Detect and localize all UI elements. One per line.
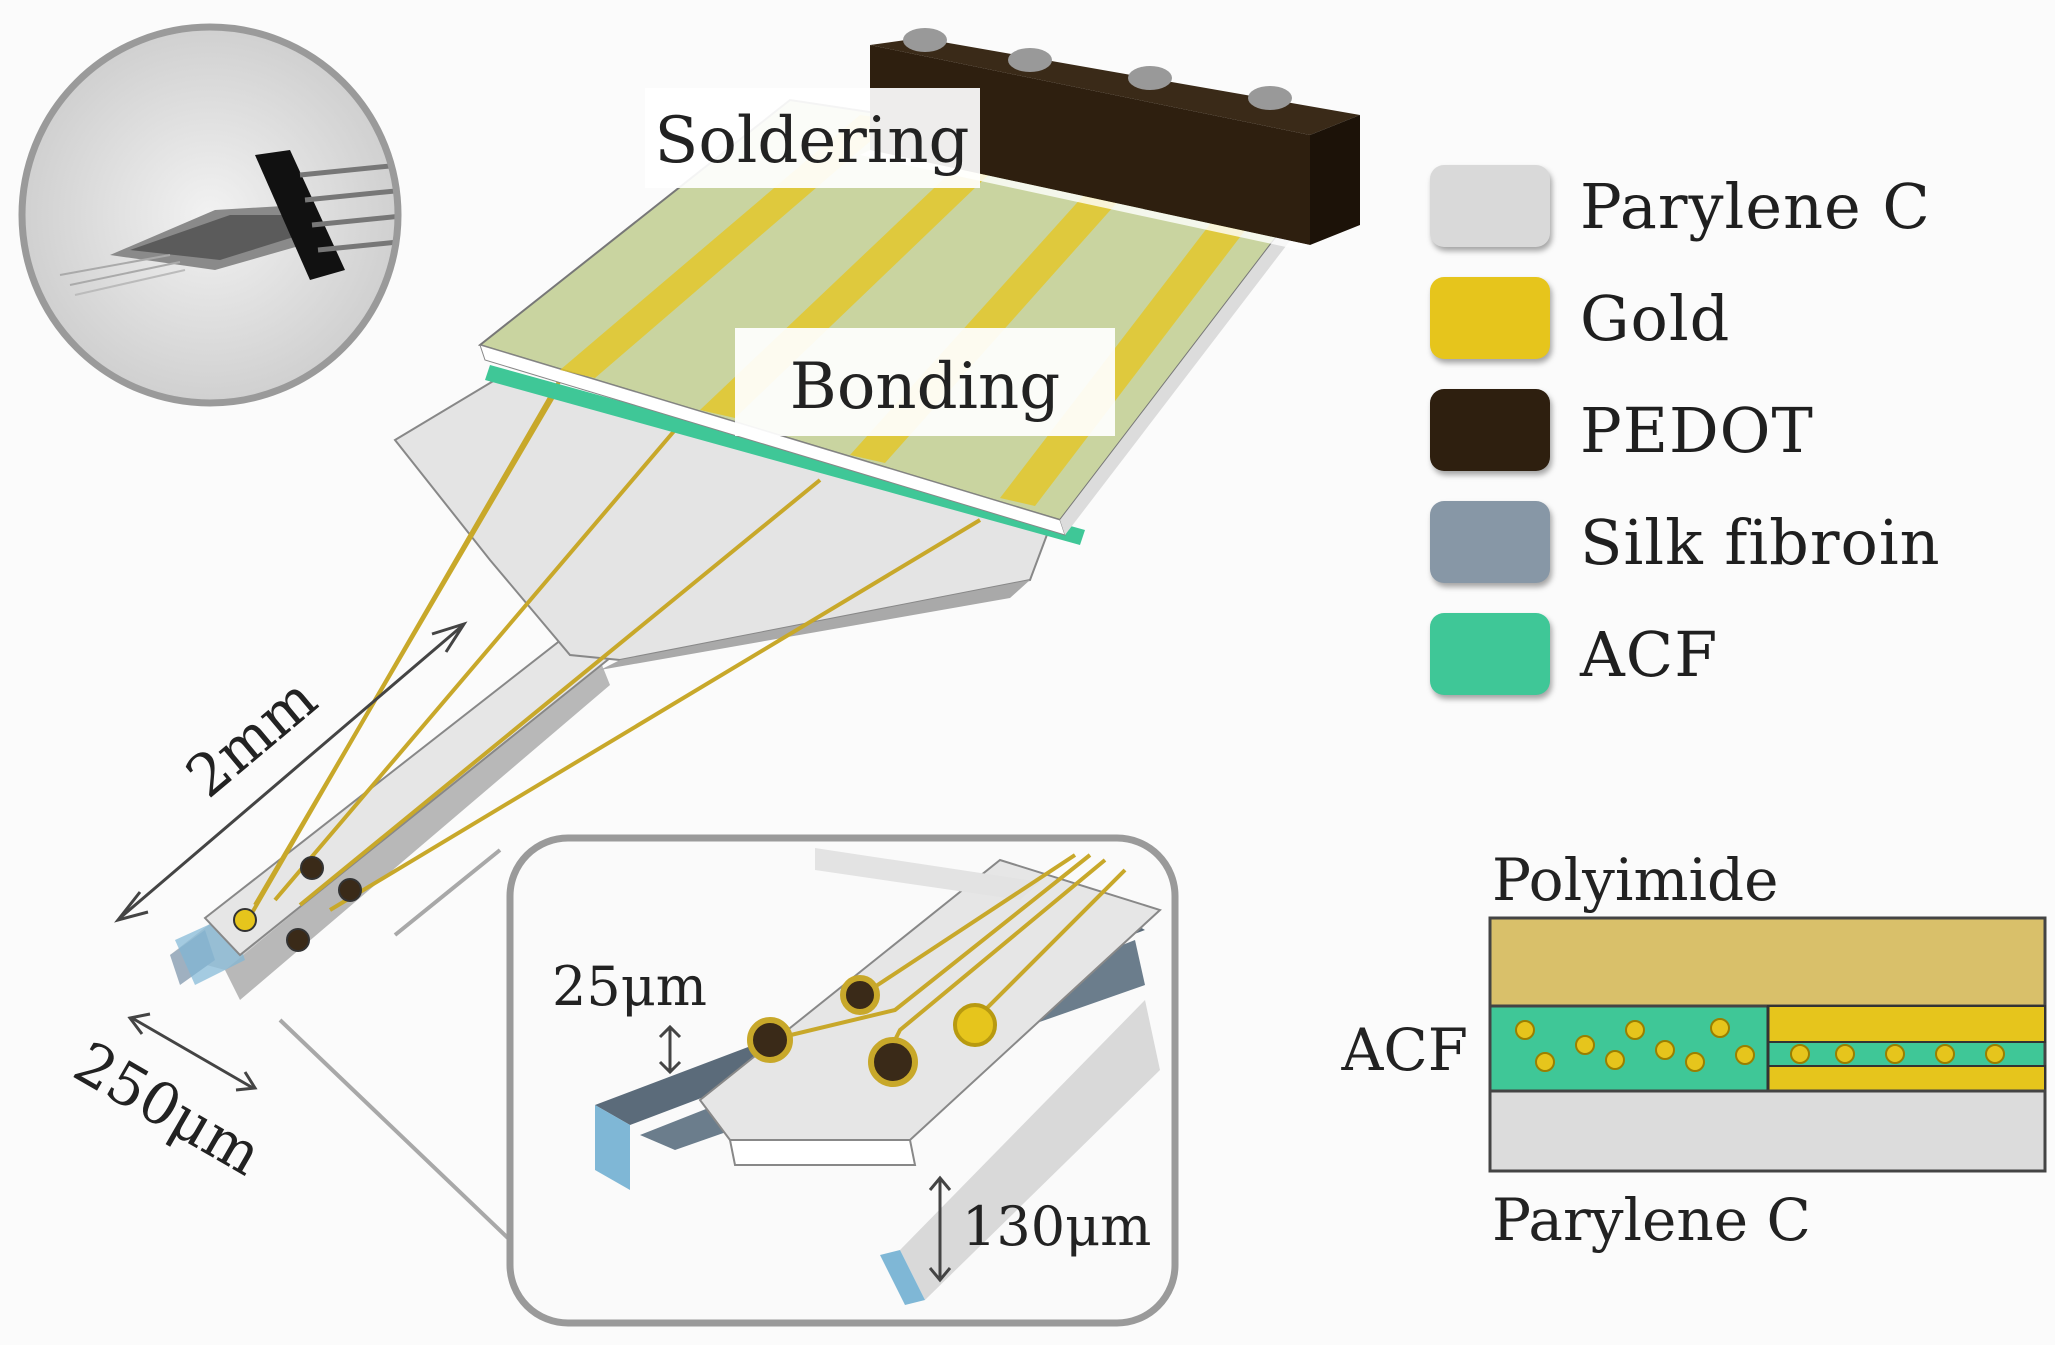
soldering-callout: Soldering xyxy=(645,88,980,188)
device-photo xyxy=(18,23,402,407)
acf-swatch xyxy=(1430,613,1550,695)
width-dimension: 250μm xyxy=(63,1012,273,1189)
gold-traces xyxy=(243,378,982,927)
gold-swatch xyxy=(1430,277,1550,359)
legend-label-acf: ACF xyxy=(1580,617,1719,691)
legend-item-parylene: Parylene C xyxy=(1430,150,2030,262)
length-label: 2mm xyxy=(173,664,329,811)
silk-swatch xyxy=(1430,501,1550,583)
cross-section-bottom-label: Parylene C xyxy=(1492,1186,1811,1254)
zoom-line-top xyxy=(393,848,502,937)
zoom-line-bottom xyxy=(278,1018,512,1242)
shank-electrodes xyxy=(233,856,362,952)
legend: Parylene C Gold PEDOT Silk fibroin ACF xyxy=(1430,150,2030,710)
width-label: 250μm xyxy=(63,1028,273,1189)
parylene-layer xyxy=(1488,1089,2047,1173)
cross-section-middle-label: ACF xyxy=(1340,1016,1468,1084)
bonding-label: Bonding xyxy=(790,350,1060,424)
fan-out-region xyxy=(393,378,1062,670)
legend-label-pedot: PEDOT xyxy=(1580,393,1814,467)
acf-particles xyxy=(1515,1018,2005,1072)
bonding-callout: Bonding xyxy=(735,328,1115,436)
parylene-swatch xyxy=(1430,165,1550,247)
zoom-inset: 25μm 130μm xyxy=(506,834,1179,1327)
thickness-top-label: 25μm xyxy=(552,955,707,1018)
gold-pad-bottom xyxy=(1767,1065,2046,1092)
cross-section: Polyimide ACF Parylene C xyxy=(1340,846,2047,1254)
soldering-label: Soldering xyxy=(655,104,970,178)
gold-pad-top xyxy=(1767,1005,2046,1043)
probe-shank xyxy=(170,623,622,1000)
pedot-swatch xyxy=(1430,389,1550,471)
acf-strip xyxy=(485,365,1085,545)
legend-item-gold: Gold xyxy=(1430,262,2030,374)
legend-label-parylene: Parylene C xyxy=(1580,169,1931,243)
legend-item-silk: Silk fibroin xyxy=(1430,486,2030,598)
legend-label-gold: Gold xyxy=(1580,281,1731,355)
thickness-channel-label: 130μm xyxy=(962,1195,1151,1258)
legend-item-acf: ACF xyxy=(1430,598,2030,710)
polyimide-layer xyxy=(1488,916,2047,1008)
legend-item-pedot: PEDOT xyxy=(1430,374,2030,486)
cross-section-top-label: Polyimide xyxy=(1492,846,1778,914)
legend-label-silk: Silk fibroin xyxy=(1580,505,1941,579)
